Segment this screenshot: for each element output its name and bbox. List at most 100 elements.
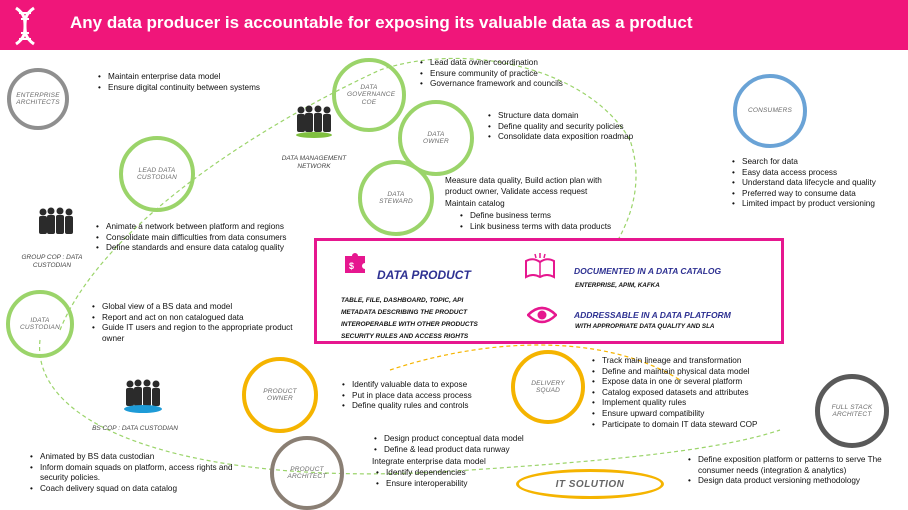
data-product-line: SECURITY RULES AND ACCESS RIGHTS (341, 333, 469, 340)
data-product-box: $ DATA PRODUCT TABLE, FILE, DASHBOARD, T… (314, 238, 784, 344)
data-product-line: TABLE, FILE, DASHBOARD, TOPIC, API (341, 297, 464, 304)
circle-lead-data-custodian: LEAD DATA CUSTODIAN (119, 136, 195, 212)
bs-cop-label: BS COP : DATA CUSTODIAN (92, 425, 178, 432)
list-item: Limited impact by product versioning (732, 199, 876, 210)
data-product-title: DATA PRODUCT (377, 268, 471, 282)
list-item: Understand data lifecycle and quality (732, 178, 876, 189)
list-item: Define standards and ensure data catalog… (96, 243, 287, 254)
list-item: Structure data domain (488, 111, 633, 122)
list-item: Define and maintain physical data model (592, 367, 758, 378)
list-item: Design product conceptual data model (374, 434, 524, 445)
governance-list: Lead data owner coordination Ensure comm… (416, 58, 563, 90)
list-item: Coach delivery squad on data catalog (30, 484, 250, 495)
product-architect-label: PRODUCT ARCHITECT (287, 465, 327, 480)
catalog-title: DOCUMENTED IN A DATA CATALOG (574, 266, 722, 276)
data-steward-line-3: Maintain catalog (445, 199, 505, 208)
list-item: Ensure community of practice (420, 69, 563, 80)
list-item: Governance framework and councils (420, 79, 563, 90)
data-owner-label: DATA OWNER (423, 130, 449, 145)
data-steward-line-1: Measure data quality, Build action plan … (445, 176, 602, 185)
list-item: Inform domain squads on platform, access… (30, 463, 250, 484)
circle-product-architect: PRODUCT ARCHITECT (270, 436, 344, 510)
product-architect-line: Integrate enterprise data model (372, 457, 486, 466)
open-book-icon (525, 253, 555, 279)
list-item: Define exposition platform or patterns t… (688, 455, 908, 476)
list-item: Guide IT users and region to the appropr… (92, 323, 302, 344)
consumers-label: CONSUMERS (747, 107, 793, 115)
data-product-lines: TABLE, FILE, DASHBOARD, TOPIC, API METAD… (341, 295, 478, 343)
list-item: Global view of a BS data and model (92, 302, 302, 313)
full-stack-list: Define exposition platform or patterns t… (684, 455, 908, 487)
data-owner-list: Structure data domain Define quality and… (484, 111, 633, 143)
idata-custodian-list: Global view of a BS data and model Repor… (88, 302, 302, 344)
circle-data-governance-coe: DATA GOVERNANCE COE (332, 58, 406, 132)
list-item: Define quality rules and controls (342, 401, 472, 412)
list-item: Ensure interoperability (376, 479, 468, 490)
list-item: Animate a network between platform and r… (96, 222, 287, 233)
list-item: Link business terms with data products (460, 222, 611, 233)
circle-enterprise-architects: ENTERPRISE ARCHITECTS (7, 68, 69, 130)
list-item: Put in place data access process (342, 391, 472, 402)
list-item: Implement quality rules (592, 398, 758, 409)
it-solution-ellipse: IT SOLUTION (516, 469, 664, 499)
list-item: Consolidate main difficulties from data … (96, 233, 286, 244)
list-item: Easy data access process (732, 168, 876, 179)
list-item: Catalog exposed datasets and attributes (592, 388, 758, 399)
platform-title: ADDRESSABLE IN A DATA PLATFORM (574, 310, 731, 320)
enterprise-architects-list: Maintain enterprise data model Ensure di… (94, 72, 260, 93)
circle-product-owner: PRODUCT OWNER (242, 357, 318, 433)
eye-icon (527, 306, 557, 324)
data-product-line: METADATA DESCRIBING THE PRODUCT (341, 309, 468, 316)
data-management-network-label: DATA MANAGEMENT NETWORK (281, 155, 347, 170)
page-title: Any data producer is accountable for exp… (70, 13, 693, 32)
product-architect-list-b: Identify dependencies Ensure interoperab… (372, 468, 468, 490)
list-item: Ensure digital continuity between system… (98, 83, 260, 94)
idata-custodian-label: IDATA CUSTODIAN (20, 316, 60, 331)
full-stack-architect-label: FULL STACK ARCHITECT (831, 403, 873, 418)
delivery-squad-label: DELIVERY SQUAD (531, 379, 565, 394)
list-item: Expose data in one or several platform (592, 377, 758, 388)
list-item: Consolidate data exposition roadmap (488, 132, 633, 143)
people-group-icon (39, 207, 73, 234)
data-steward-list: Define business terms Link business term… (456, 211, 611, 232)
list-item: Search for data (732, 157, 876, 168)
list-item: Preferred way to consume data (732, 189, 876, 200)
list-item: Define business terms (460, 211, 611, 222)
list-item: Report and act on non catalogued data (92, 313, 302, 324)
platform-sub: WITH APPROPRIATE DATA QUALITY AND SLA (575, 323, 715, 330)
list-item: Design data product versioning methodolo… (688, 476, 908, 487)
data-governance-label: DATA GOVERNANCE COE (347, 83, 396, 106)
product-architect-list-a: Design product conceptual data model Def… (370, 434, 524, 455)
list-item: Maintain enterprise data model (98, 72, 260, 83)
bs-custodian-list: Animated by BS data custodian Inform dom… (26, 452, 250, 494)
product-owner-list: Identify valuable data to expose Put in … (338, 380, 472, 412)
consumers-list: Search for data Easy data access process… (728, 157, 876, 210)
list-item: Lead data owner coordination (420, 58, 563, 69)
group-cop-label: GROUP COP : DATA CUSTODIAN (21, 254, 83, 269)
data-product-line: INTEROPERABLE WITH OTHER PRODUCTS (341, 321, 478, 328)
delivery-squad-list: Track main lineage and transformation De… (588, 356, 758, 430)
catalog-sub: ENTERPRISE, APIM, KAFKA (575, 282, 660, 289)
puzzle-icon: $ (345, 253, 365, 273)
circle-full-stack-architect: FULL STACK ARCHITECT (815, 374, 889, 448)
list-item: Animated by BS data custodian (30, 452, 250, 463)
circle-data-steward: DATA STEWARD (358, 160, 434, 236)
it-solution-label: IT SOLUTION (555, 478, 625, 490)
enterprise-architects-label: ENTERPRISE ARCHITECTS (16, 91, 60, 106)
list-item: Identify dependencies (376, 468, 467, 479)
svg-text:$: $ (349, 261, 354, 271)
header-bar (0, 0, 908, 50)
circle-delivery-squad: DELIVERY SQUAD (511, 350, 585, 424)
product-owner-label: PRODUCT OWNER (263, 387, 297, 402)
people-group-icon (124, 379, 162, 413)
list-item: Track main lineage and transformation (592, 356, 758, 367)
circle-idata-custodian: IDATA CUSTODIAN (6, 290, 74, 358)
circle-consumers: CONSUMERS (733, 74, 807, 148)
lead-data-custodian-label: LEAD DATA CUSTODIAN (137, 166, 177, 181)
list-item: Identify valuable data to expose (342, 380, 472, 391)
dna-icon (15, 6, 35, 46)
list-item: Ensure upward compatibility (592, 409, 758, 420)
data-steward-line-2: product owner, Validate access request (445, 187, 588, 196)
list-item: Define quality and security policies (488, 122, 633, 133)
data-steward-label: DATA STEWARD (379, 190, 413, 205)
